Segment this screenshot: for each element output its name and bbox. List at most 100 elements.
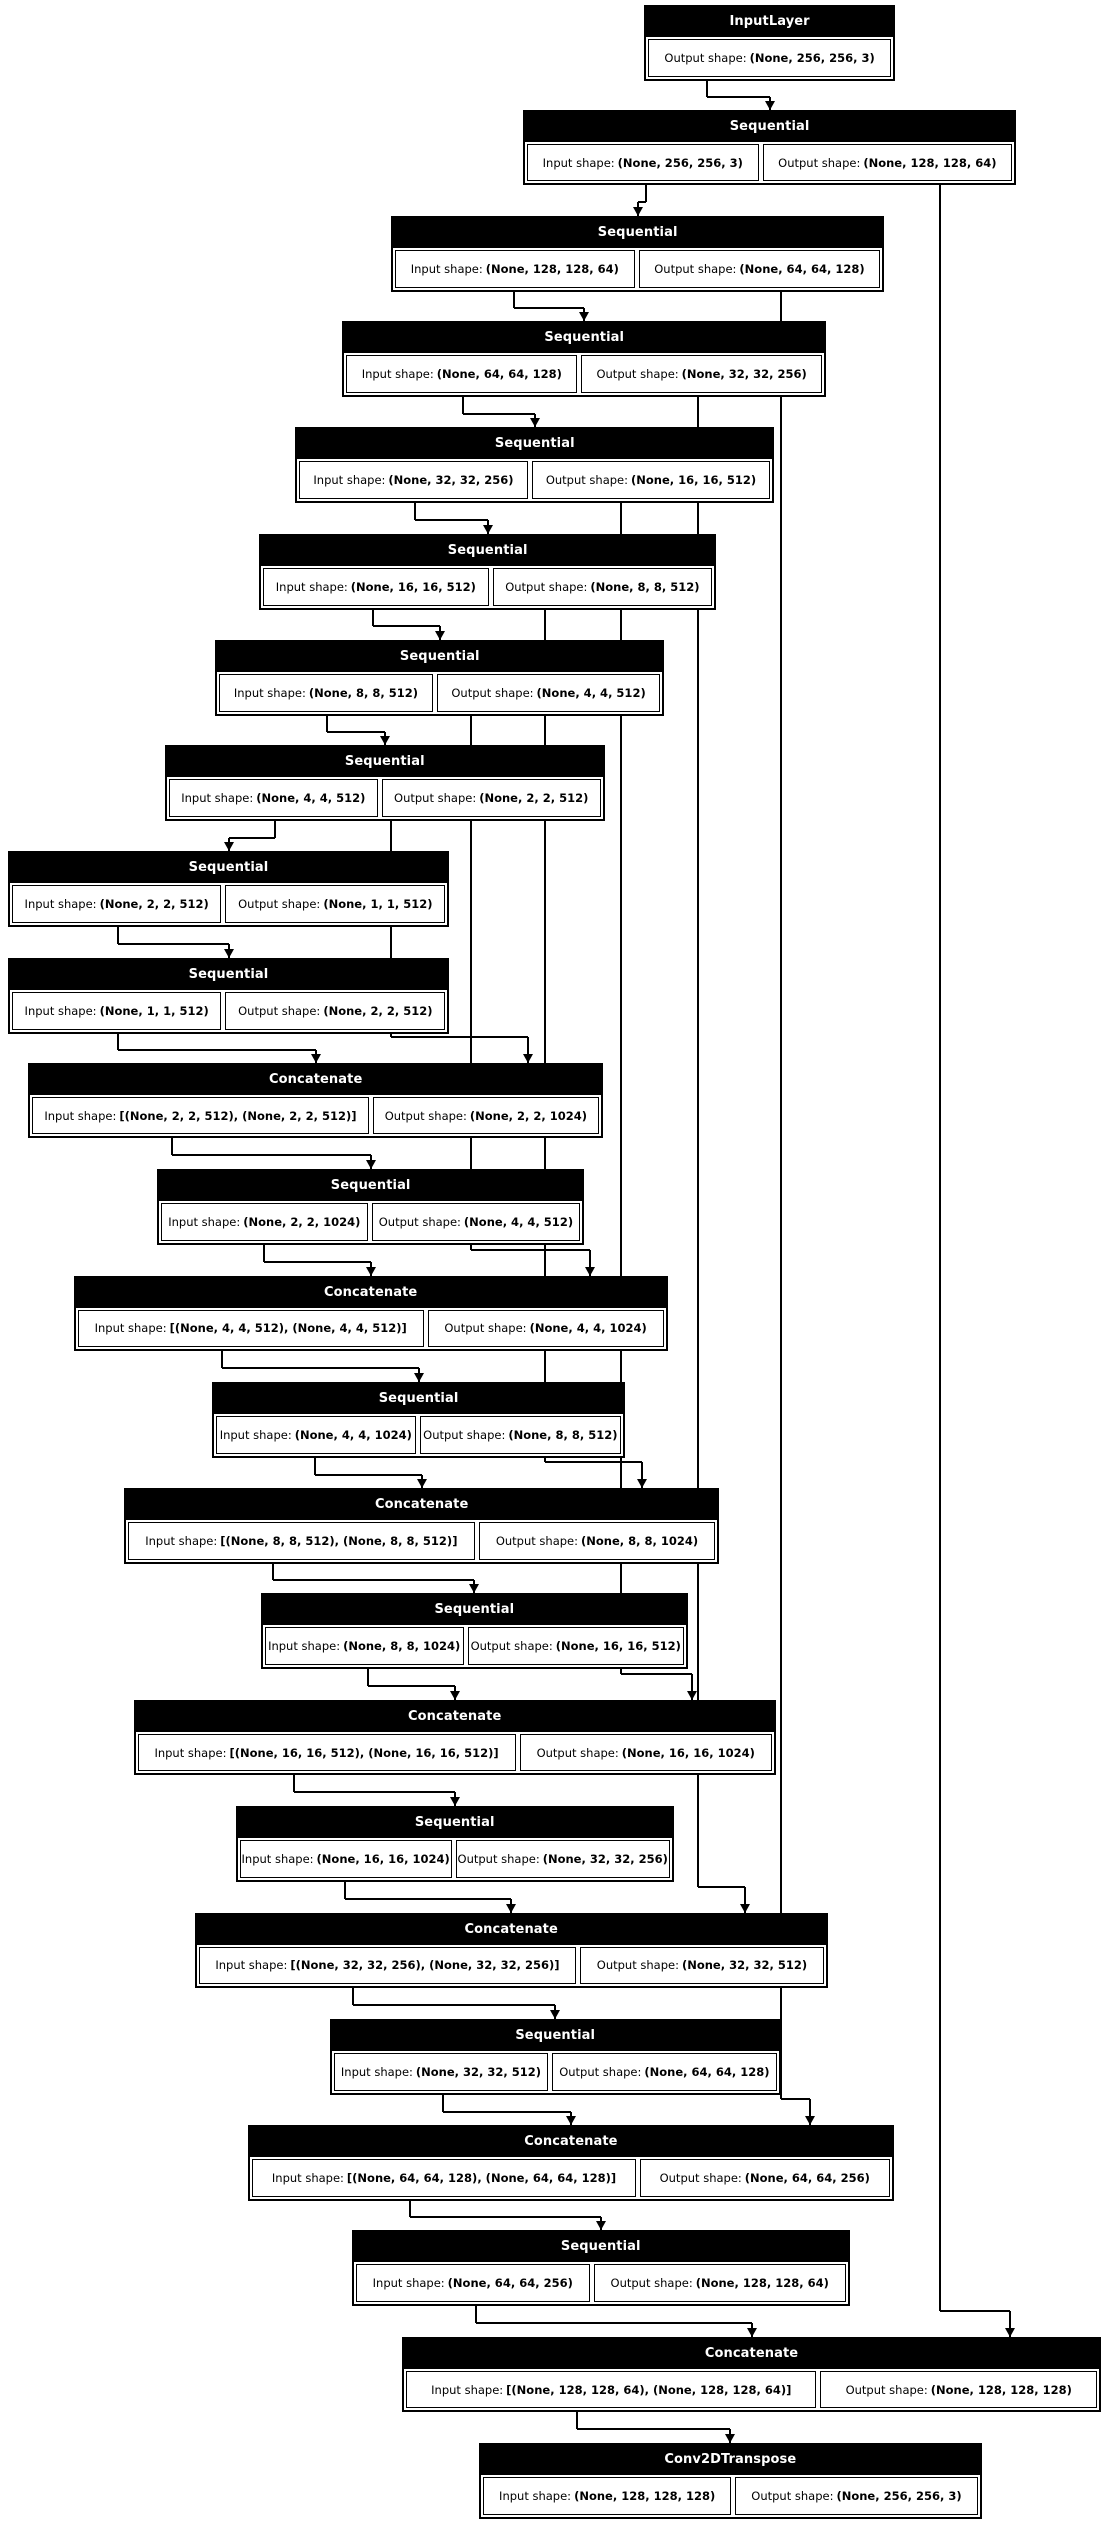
- input-shape-value: (None, 128, 128, 64): [485, 261, 619, 276]
- output-shape: Output shape:(None, 2, 2, 512): [381, 779, 601, 817]
- layer-title: Sequential: [217, 642, 663, 673]
- connector-line: [118, 943, 229, 946]
- connector-line: [344, 1881, 347, 1899]
- output-shape-label: Output shape:: [423, 1427, 506, 1442]
- connector-arrowhead: [223, 948, 234, 958]
- connector-line: [476, 2321, 752, 2324]
- connector-arrowhead: [632, 207, 643, 217]
- output-shape-value: (None, 16, 16, 512): [631, 473, 757, 488]
- input-shape: Input shape:(None, 4, 4, 1024): [216, 1415, 416, 1454]
- output-shape-value: (None, 128, 128, 128): [930, 2382, 1072, 2397]
- output-shape-value: (None, 32, 32, 256): [681, 366, 807, 381]
- input-shape-label: Input shape:: [499, 2488, 572, 2503]
- output-shape: Output shape:(None, 8, 8, 1024): [478, 1522, 716, 1561]
- connector-line: [620, 503, 623, 1674]
- connector-line: [117, 927, 120, 945]
- connector-line: [345, 1897, 512, 1900]
- input-shape-value: (None, 2, 2, 512): [99, 897, 209, 912]
- layer-shapes: Input shape:(None, 8, 8, 512)Output shap…: [217, 672, 663, 714]
- output-shape: Output shape:(None, 16, 16, 1024): [519, 1733, 772, 1772]
- connector-arrowhead: [506, 1903, 517, 1913]
- input-shape-value: (None, 128, 128, 128): [574, 2488, 716, 2503]
- output-shape-label: Output shape:: [654, 261, 737, 276]
- output-shape: Output shape:(None, 2, 2, 1024): [372, 1096, 600, 1135]
- output-shape-label: Output shape:: [751, 2488, 834, 2503]
- layer-shapes: Input shape:(None, 4, 4, 512)Output shap…: [166, 777, 603, 819]
- layer-shapes: Input shape:(None, 4, 4, 1024)Output sha…: [214, 1413, 624, 1456]
- connector-arrowhead: [434, 631, 445, 641]
- input-shape-label: Input shape:: [154, 1745, 227, 1760]
- input-shape-value: (None, 16, 16, 512): [350, 579, 476, 594]
- connector-arrowhead: [725, 2434, 736, 2444]
- output-shape-value: (None, 32, 32, 256): [542, 1851, 668, 1866]
- output-shape: Output shape:(None, 8, 8, 512): [419, 1415, 622, 1454]
- input-shape-label: Input shape:: [181, 790, 254, 805]
- input-shape: Input shape:(None, 32, 32, 512): [333, 2052, 549, 2091]
- connector-line: [314, 1457, 317, 1475]
- input-shape-value: [(None, 16, 16, 512), (None, 16, 16, 512…: [229, 1745, 499, 1760]
- connector-line: [273, 820, 276, 838]
- connector-line: [543, 609, 546, 1463]
- output-shape: Output shape:(None, 128, 128, 128): [820, 2370, 1097, 2409]
- output-shape-label: Output shape:: [845, 2382, 928, 2397]
- connector-line: [527, 1036, 530, 1063]
- output-shape-label: Output shape:: [596, 366, 679, 381]
- input-shape-label: Input shape:: [24, 897, 97, 912]
- input-shape-value: (None, 2, 2, 1024): [243, 1215, 361, 1230]
- layer-shapes: Input shape:(None, 64, 64, 256)Output sh…: [353, 2262, 848, 2304]
- connector-line: [705, 80, 708, 97]
- input-shape: Input shape:(None, 16, 16, 1024): [239, 1840, 452, 1878]
- connector-line: [222, 1367, 419, 1370]
- output-shape-label: Output shape:: [559, 2064, 642, 2079]
- output-shape-label: Output shape:: [470, 1639, 553, 1654]
- connector-line: [470, 715, 473, 1250]
- output-shape-value: (None, 32, 32, 512): [681, 1958, 808, 1973]
- layer-title: Concatenate: [404, 2338, 1099, 2369]
- connector-arrowhead: [804, 2116, 815, 2126]
- input-shape-value: [(None, 2, 2, 512), (None, 2, 2, 512)]: [119, 1108, 357, 1123]
- output-shape-label: Output shape:: [444, 1321, 527, 1336]
- input-shape-value: (None, 32, 32, 256): [388, 473, 514, 488]
- input-shape-value: [(None, 4, 4, 512), (None, 4, 4, 512)]: [169, 1321, 407, 1336]
- input-shape-label: Input shape:: [44, 1108, 117, 1123]
- layer-shapes: Input shape:(None, 2, 2, 512) Output shap…: [9, 883, 448, 926]
- output-shape-value: (None, 4, 4, 1024): [529, 1321, 647, 1336]
- connector-line: [272, 1579, 475, 1582]
- input-shape-label: Input shape:: [313, 473, 386, 488]
- output-shape-value: (None, 8, 8, 512): [508, 1427, 618, 1442]
- input-shape-label: Input shape:: [241, 1851, 314, 1866]
- layer-shapes: Input shape:[(None, 128, 128, 64), (None…: [404, 2368, 1099, 2411]
- input-shape-label: Input shape:: [372, 2276, 445, 2291]
- output-shape-label: Output shape:: [238, 897, 321, 912]
- input-shape-value: (None, 8, 8, 512): [308, 686, 419, 701]
- output-shape: Output shape:(None, 64, 64, 128): [638, 250, 881, 288]
- input-shape: Input shape:(None, 2, 2, 512): [11, 885, 222, 924]
- connector-arrowhead: [310, 1053, 321, 1063]
- layer-title: Concatenate: [250, 2127, 892, 2158]
